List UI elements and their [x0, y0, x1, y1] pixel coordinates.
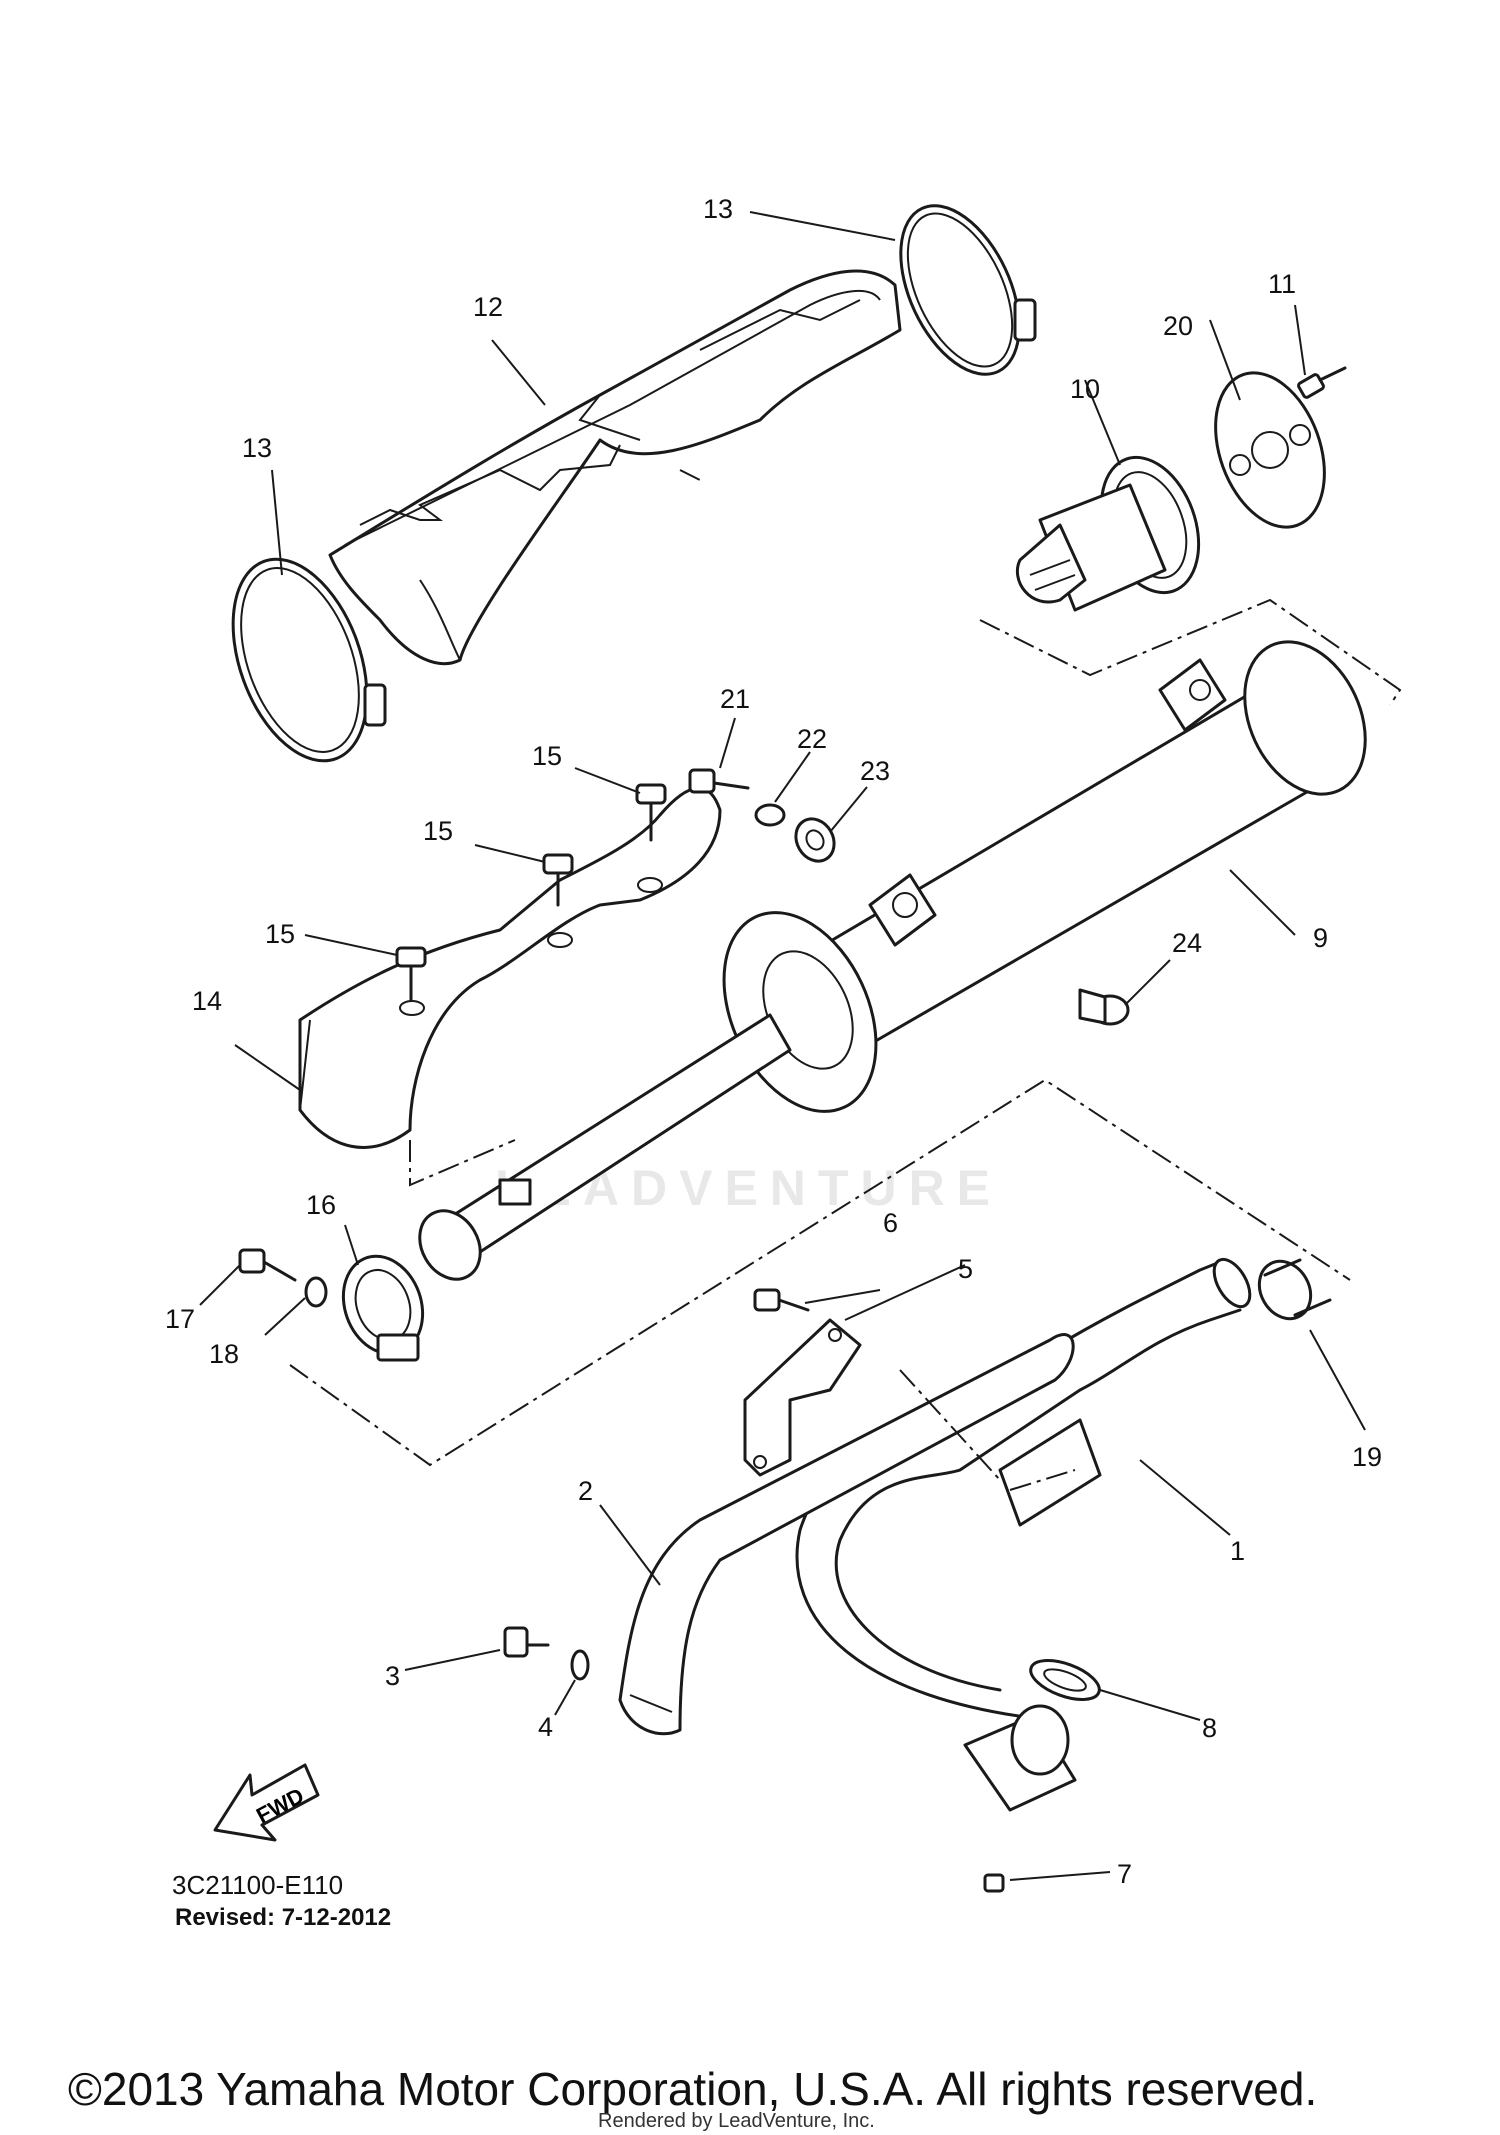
- callout-20: 20: [1163, 311, 1193, 341]
- bolt-15-b: [542, 853, 574, 907]
- protector-2: [618, 1333, 1075, 1736]
- callout-13-left: 13: [242, 433, 272, 463]
- callout-9: 9: [1313, 923, 1328, 953]
- band-13-right: [899, 204, 1037, 376]
- assembly-line-stay: [899, 1369, 1001, 1481]
- end-cap-20: [1214, 371, 1326, 529]
- callout-7: 7: [1117, 1859, 1132, 1889]
- callout-18: 18: [209, 1339, 239, 1369]
- callout-23: 23: [860, 756, 890, 786]
- assembly-line-pipe: [1009, 1469, 1076, 1491]
- callout-2: 2: [578, 1476, 593, 1506]
- revised-date: Revised: 7-12-2012: [175, 1904, 392, 1931]
- callout-19: 19: [1352, 1442, 1382, 1472]
- callout-5: 5: [958, 1254, 973, 1284]
- callout-1: 1: [1230, 1536, 1245, 1566]
- bolt-21: [688, 768, 750, 794]
- callout-4: 4: [538, 1712, 553, 1742]
- assembly-line-clamp: [289, 1078, 1351, 1467]
- assembly-line-protector: [409, 1139, 516, 1187]
- callout-numbers: 1 2 3 4 5 6 7 8 9 10 11 12 13 13 14 15 1…: [165, 194, 1382, 1889]
- callout-11: 11: [1268, 269, 1296, 299]
- rendered-by-credit: Rendered by LeadVenture, Inc.: [598, 2110, 875, 2132]
- washer-18: [304, 1276, 328, 1308]
- callout-12: 12: [473, 292, 503, 322]
- bolt-11: [1297, 366, 1347, 399]
- callout-24: 24: [1172, 928, 1202, 958]
- band-13-left: [231, 557, 387, 763]
- callout-17: 17: [165, 1304, 195, 1334]
- gasket-8: [1029, 1659, 1101, 1701]
- callout-21: 21: [720, 684, 750, 714]
- bolt-3: [503, 1626, 550, 1658]
- heat-shield-12: [328, 269, 902, 666]
- callout-14: 14: [192, 986, 222, 1016]
- stay-5: [743, 1318, 862, 1477]
- callout-3: 3: [385, 1661, 400, 1691]
- callout-10: 10: [1070, 374, 1100, 404]
- bolt-17: [238, 1248, 297, 1282]
- bolt-15-a: [635, 783, 667, 842]
- fwd-arrow-icon: FWD: [213, 1763, 320, 1842]
- spark-arrester-10: [1015, 455, 1201, 612]
- leader-lines: [199, 211, 1366, 1881]
- callout-13-right: 13: [703, 194, 733, 224]
- callout-8: 8: [1202, 1713, 1217, 1743]
- washer-22: [754, 803, 786, 827]
- callout-22: 22: [797, 724, 827, 754]
- protector-14: [298, 786, 722, 1149]
- bolt-15-c: [395, 946, 427, 1002]
- assembly-line-heatshield: [679, 469, 701, 481]
- copyright-notice: ©2013 Yamaha Motor Corporation, U.S.A. A…: [68, 2063, 1318, 2115]
- flange-7: [963, 1704, 1077, 1893]
- bolt-6: [753, 1288, 810, 1312]
- grommet-23: [794, 817, 836, 863]
- callout-6: 6: [883, 1208, 898, 1238]
- gasket-19: [1257, 1258, 1332, 1321]
- collar-24: [1078, 988, 1130, 1026]
- exhaust-pipe-1: [795, 1257, 1252, 1722]
- assembly-line-arrester: [979, 598, 1402, 706]
- washer-4: [570, 1649, 590, 1681]
- callout-15-top: 15: [532, 741, 562, 771]
- inlet-pipe: [418, 1013, 792, 1281]
- muffler-9: [722, 640, 1367, 1113]
- drawing-code: 3C21100-E110: [172, 1870, 344, 1900]
- callout-15-mid: 15: [423, 816, 453, 846]
- callout-15-bottom: 15: [265, 919, 295, 949]
- callout-16: 16: [306, 1190, 336, 1220]
- clamp-16: [341, 1254, 425, 1362]
